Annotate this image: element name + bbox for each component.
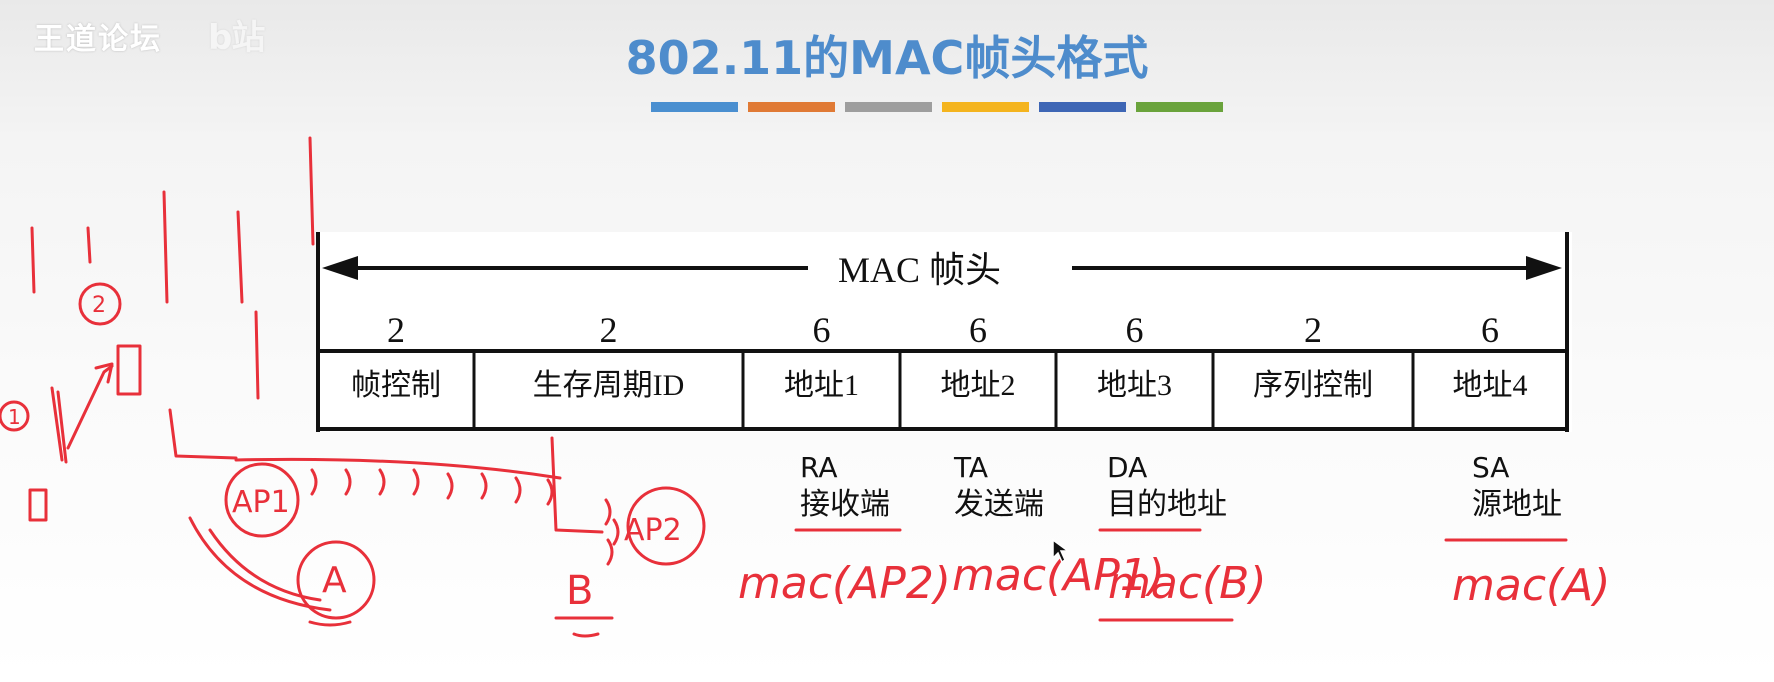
arrow-head-right <box>1526 256 1562 280</box>
color-bar-blue <box>651 102 738 112</box>
field-address-4: 地址4 <box>1452 369 1528 402</box>
field-frame-control: 帧控制 <box>351 369 441 402</box>
title-color-bars <box>651 102 1223 112</box>
annotation-ta: TA 发送端 <box>954 450 1044 524</box>
byte-count-3: 6 <box>812 310 831 350</box>
annotation-sa-abbr: SA <box>1472 451 1510 484</box>
annotation-ta-abbr: TA <box>954 451 989 484</box>
byte-count-7: 6 <box>1481 310 1499 350</box>
color-bar-orange <box>748 102 835 112</box>
arrow-head-left <box>322 256 358 280</box>
annotation-ra-abbr: RA <box>800 451 838 484</box>
annotation-ta-name: 发送端 <box>954 487 1044 522</box>
watermark-text: 王道论坛 <box>34 22 162 57</box>
annotation-da-abbr: DA <box>1107 451 1148 484</box>
mouse-cursor-icon <box>1052 538 1071 564</box>
field-address-1: 地址1 <box>784 369 859 402</box>
watermark-logo: b站 <box>208 18 265 58</box>
color-bar-green <box>1136 102 1223 112</box>
annotation-sa: SA 源地址 <box>1472 450 1562 524</box>
annotation-ra: RA 接收端 <box>800 450 890 524</box>
color-bar-yellow <box>942 102 1029 112</box>
field-address-3: 地址3 <box>1097 369 1172 402</box>
annotation-da-name: 目的地址 <box>1107 487 1227 522</box>
field-duration-id: 生存周期ID <box>532 369 685 402</box>
color-bar-darkblue <box>1039 102 1126 112</box>
field-sequence-control: 序列控制 <box>1253 369 1373 402</box>
byte-count-2: 2 <box>599 310 618 350</box>
annotation-sa-name: 源地址 <box>1472 487 1562 522</box>
slide-title: 802.11的MAC帧头格式 <box>625 31 1149 85</box>
byte-count-6: 2 <box>1304 310 1322 350</box>
annotation-da: DA 目的地址 <box>1107 450 1227 524</box>
mac-header-label: MAC 帧头 <box>838 250 1002 290</box>
byte-count-1: 2 <box>387 310 405 350</box>
annotation-ra-name: 接收端 <box>800 487 890 522</box>
byte-count-4: 6 <box>969 310 987 350</box>
byte-count-5: 6 <box>1125 310 1144 350</box>
diagram-background <box>318 232 1572 432</box>
field-address-2: 地址2 <box>940 369 1016 402</box>
color-bar-gray <box>845 102 932 112</box>
